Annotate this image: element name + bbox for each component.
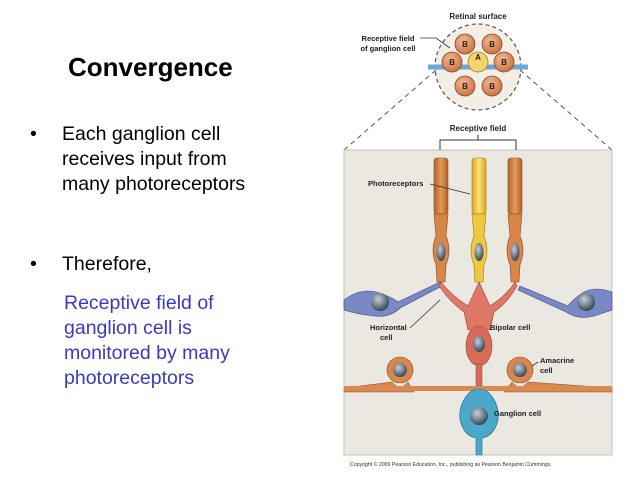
circle-b-label: B (501, 58, 507, 67)
bullet-text: Each ganglion cell receives input from m… (62, 123, 246, 195)
sub-text-receptive-field: Receptive field of ganglion cell is moni… (64, 292, 230, 389)
copyright-text: Copyright © 2009 Pearson Education, Inc.… (350, 461, 552, 468)
leader-line (531, 361, 539, 367)
ganglion-cell-label: Ganglion cell (494, 409, 541, 418)
circle-b-label: B (489, 82, 495, 91)
circle-b-label: B (489, 40, 495, 49)
amacrine-cell-label-2: cell (540, 366, 553, 375)
receptive-field-ganglion-label-1: Receptive field (362, 34, 415, 43)
circle-b (441, 51, 463, 73)
horizontal-cell-label-2: cell (380, 333, 393, 342)
receptive-field-ganglion-label-2: of ganglion cell (360, 44, 415, 53)
retinal-surface-label: Retinal surface (449, 12, 507, 21)
horizontal-cell-right (517, 285, 613, 318)
photoreceptor-center (470, 157, 488, 283)
leader-line (429, 183, 471, 195)
receptive-field-bracket (439, 139, 517, 150)
amacrine-process (344, 386, 612, 391)
receptive-field-circles: B B B A B B B (441, 33, 515, 97)
circle-b (454, 33, 476, 55)
circle-a (467, 51, 489, 73)
bullet-text: Therefore, (62, 253, 152, 275)
circle-b (454, 75, 476, 97)
amacrine-cell-label-1: Amacrine (540, 356, 574, 365)
bullet-symbol: • (30, 123, 37, 145)
bipolar-cell-label: Bipolar cell (490, 323, 530, 332)
circle-b-label: B (462, 40, 468, 49)
circle-b-label: B (462, 82, 468, 91)
receptive-field-label: Receptive field (450, 124, 507, 133)
circle-b (481, 75, 503, 97)
circle-b-label: B (449, 58, 455, 67)
zoom-line-right (519, 69, 613, 151)
ganglion-cell (459, 388, 499, 456)
circle-a-label: A (475, 53, 481, 62)
horizontal-cell-label-1: Horizontal (370, 323, 407, 332)
slide-title: Convergence (68, 52, 233, 82)
photoreceptor-left (432, 157, 450, 283)
horizontal-cell (343, 281, 443, 317)
circle-b (481, 33, 503, 55)
photoreceptor-right (506, 157, 524, 283)
bullet-symbol: • (30, 253, 37, 275)
photoreceptors-label: Photoreceptors (368, 179, 423, 188)
leader-line (409, 299, 441, 329)
zoom-line-left (343, 69, 437, 151)
circle-b (493, 51, 515, 73)
leader-line (420, 37, 451, 49)
